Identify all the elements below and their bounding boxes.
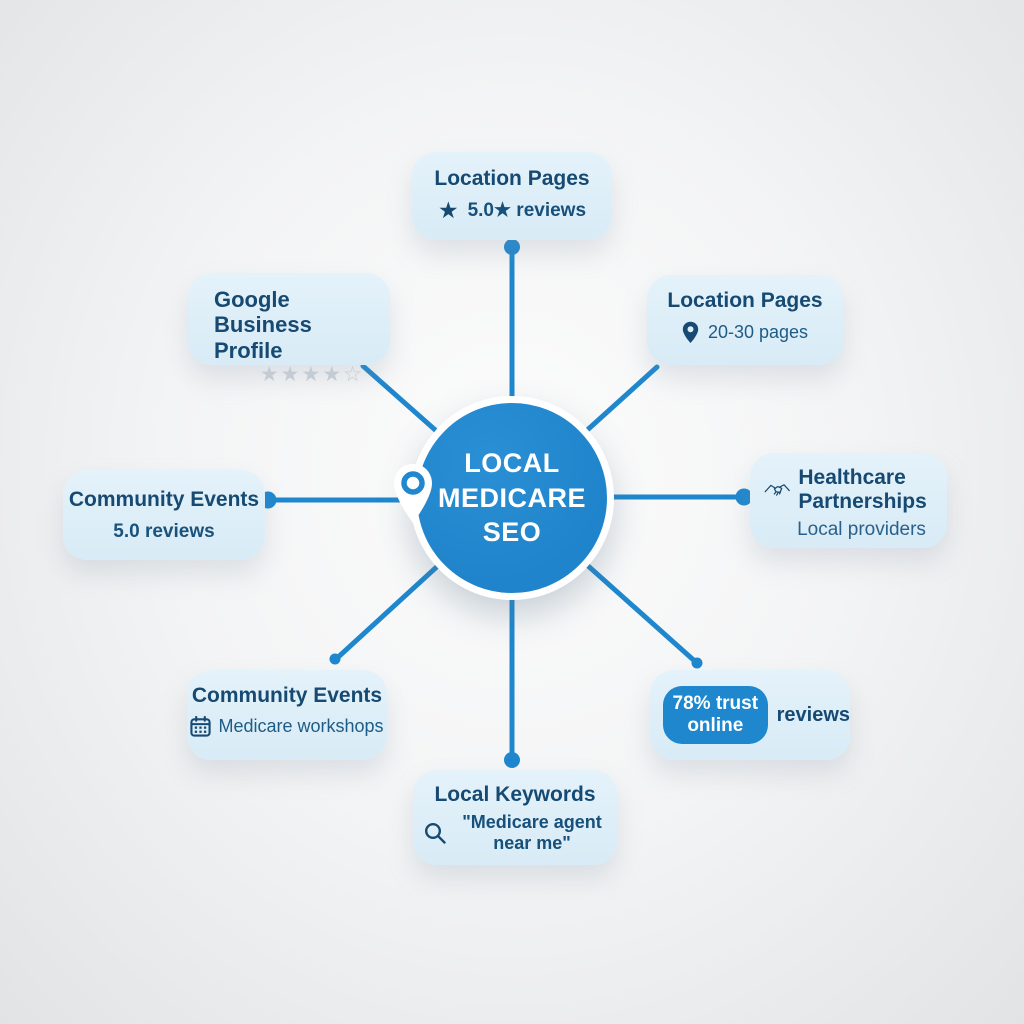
node-subtitle: reviews [776, 703, 850, 726]
node-title: Community Events [68, 488, 260, 511]
node-subtitle: 5.0★ reviews [467, 200, 587, 222]
node-community-events-workshops: Community Events Medicare workshops [187, 670, 387, 760]
node-title: Google Business Profile [214, 287, 312, 363]
node-location-pages-reviews: Location Pages ★ 5.0★ reviews [412, 152, 612, 240]
map-pin-icon [394, 464, 432, 523]
node-title: Local Keywords [434, 783, 596, 806]
node-title: Community Events [191, 684, 383, 707]
node-healthcare-partnerships: Healthcare Partnerships Local providers [750, 453, 947, 548]
node-subtitle: "Medicare agent near me" [462, 812, 602, 853]
node-community-events-reviews: Community Events 5.0 reviews [63, 470, 265, 560]
node-title: Location Pages [434, 167, 590, 190]
node-title: Healthcare Partnerships [798, 466, 927, 514]
node-subtitle: 20-30 pages [707, 322, 809, 343]
star-rating-icons: ★★★★☆ [259, 362, 364, 386]
connector-endpoint-dot [504, 239, 520, 255]
map-pin-icon [682, 321, 699, 344]
node-trust-online-reviews: 78% trust online reviews [650, 670, 850, 760]
node-subtitle: Local providers [797, 519, 926, 541]
connector-endpoint-dot [735, 488, 753, 506]
node-local-keywords: Local Keywords "Medicare agent near me" [413, 770, 617, 865]
connector-endpoint-dot [329, 653, 341, 665]
node-subtitle: 5.0 reviews [113, 521, 215, 543]
connector-endpoint-dot [504, 752, 520, 768]
hub-local-medicare-seo: LOCAL MEDICARE SEO [410, 396, 614, 600]
star-icon: ★ [437, 197, 459, 224]
hub-title: LOCAL MEDICARE SEO [437, 448, 586, 548]
connector-endpoint-dot [691, 657, 703, 669]
node-google-business-profile: Google Business Profile ★★★★☆ [188, 273, 390, 386]
node-title: Location Pages [667, 289, 823, 312]
trust-stat-badge: 78% trust online [663, 685, 768, 745]
node-subtitle: Medicare workshops [218, 716, 384, 737]
handshake-icon [764, 484, 790, 496]
node-location-pages-count: Location Pages 20-30 pages [647, 275, 843, 365]
calendar-icon [190, 716, 212, 737]
search-icon [424, 822, 446, 844]
